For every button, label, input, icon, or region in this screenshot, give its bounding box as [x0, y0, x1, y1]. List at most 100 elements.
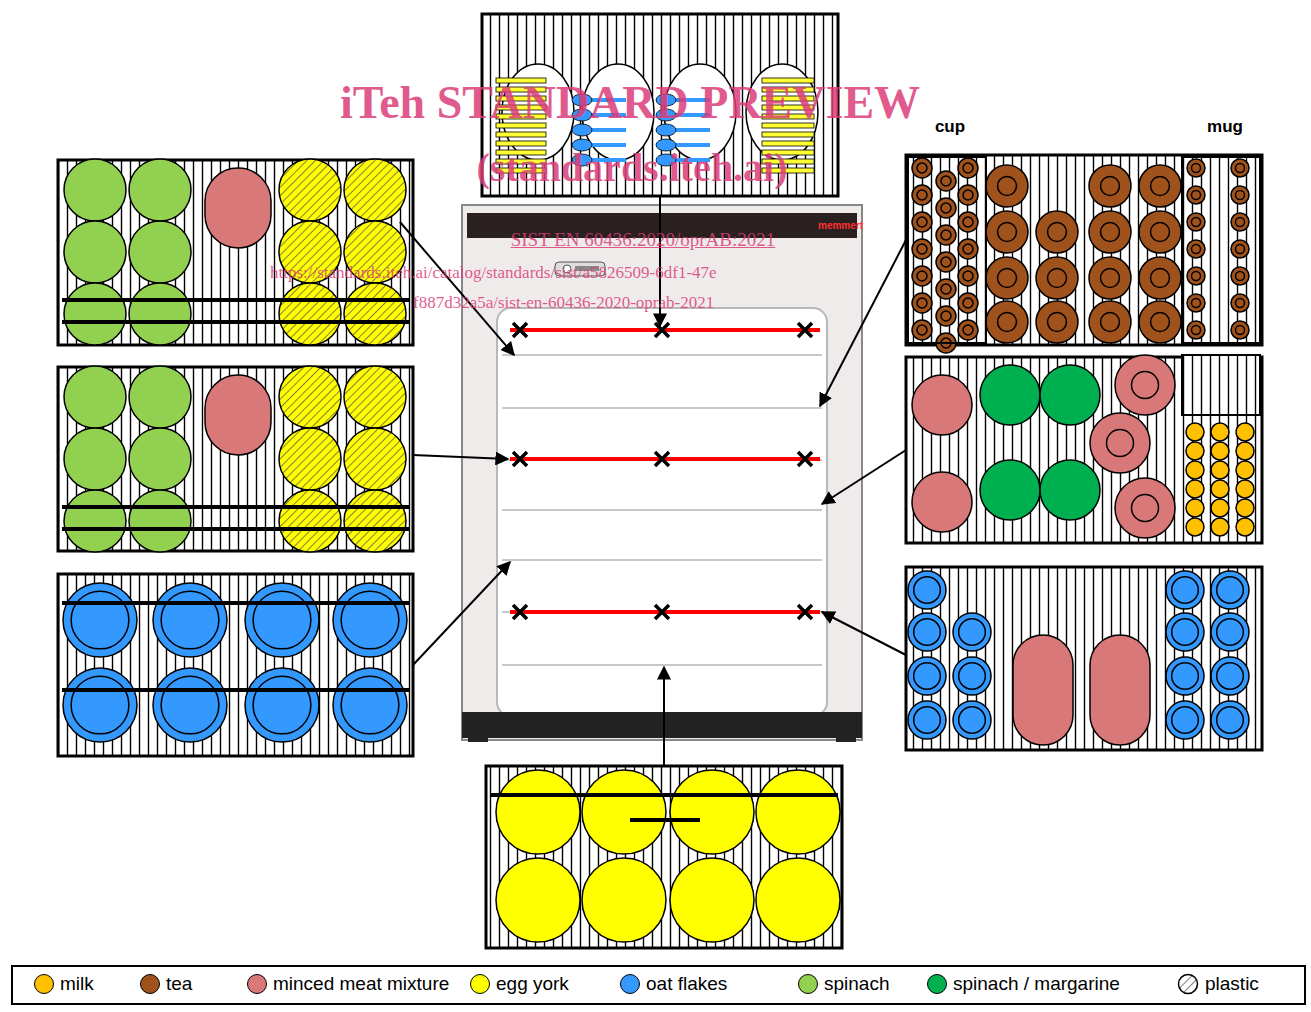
load-item [963, 190, 973, 200]
legend-entry: minced meat mixture [247, 973, 449, 995]
load-item [914, 619, 941, 646]
load-item [1211, 571, 1249, 609]
legend-entry: egg york [470, 973, 569, 995]
load-item [958, 158, 978, 178]
load-item [1186, 461, 1204, 479]
legend-entry: plastic [1177, 973, 1259, 995]
load-item [1192, 299, 1201, 308]
load-item [912, 158, 932, 178]
load-item [1186, 518, 1204, 536]
load-item [963, 325, 973, 335]
load-item [344, 159, 406, 221]
racks [58, 14, 1262, 948]
legend-text: plastic [1205, 973, 1259, 995]
load-item [908, 657, 946, 695]
load-item [914, 577, 941, 604]
load-item [670, 858, 754, 942]
load-item [1236, 499, 1254, 517]
load-item [1231, 186, 1249, 204]
load-item [953, 701, 991, 739]
load-item [1187, 240, 1205, 258]
load-item [914, 707, 941, 734]
load-item [63, 583, 137, 657]
load-item [279, 366, 341, 428]
load-item [1236, 423, 1254, 441]
load-item [1151, 313, 1170, 332]
load-item [1236, 299, 1245, 308]
measure-point [655, 605, 669, 619]
load-item [1187, 321, 1205, 339]
load-item [1192, 245, 1201, 254]
load-item [1236, 164, 1245, 173]
load-item [1151, 177, 1170, 196]
load-item [941, 176, 951, 186]
load-item [1236, 480, 1254, 498]
load-item [279, 490, 341, 552]
rack-bar [490, 793, 838, 797]
load-item [333, 583, 407, 657]
load-item [582, 770, 666, 854]
load-item [941, 230, 951, 240]
load-item [980, 460, 1040, 520]
load-item [1036, 211, 1078, 253]
holder-label: cup [935, 118, 965, 137]
load-item [914, 663, 941, 690]
load-item [1186, 442, 1204, 460]
load-item [1187, 267, 1205, 285]
load-item [1089, 257, 1131, 299]
legend-text: egg york [496, 973, 569, 995]
load-item [1139, 211, 1181, 253]
load-item [1211, 657, 1249, 695]
load-item [912, 212, 932, 232]
load-item [1090, 413, 1150, 473]
load-item [917, 244, 927, 254]
load-item [582, 858, 666, 942]
load-item [936, 225, 956, 245]
shelf [502, 559, 822, 561]
load-item [64, 283, 126, 345]
load-item [959, 707, 986, 734]
load-item [1107, 430, 1134, 457]
legend-entry: oat flakes [620, 973, 727, 995]
measure-point [513, 323, 527, 337]
legend-swatch [620, 974, 640, 994]
shelf [502, 509, 822, 511]
shelf [502, 407, 822, 409]
load-item [344, 283, 406, 345]
measure-point [513, 452, 527, 466]
load-item [1166, 701, 1204, 739]
load-item [1217, 577, 1244, 604]
legend-text: oat flakes [646, 973, 727, 995]
measure-point [513, 605, 527, 619]
load-item [1236, 191, 1245, 200]
legend-swatch [927, 974, 947, 994]
measure-point [798, 605, 812, 619]
load-item [129, 428, 191, 490]
load-item [496, 770, 580, 854]
load-item [153, 583, 227, 657]
load-item [912, 185, 932, 205]
measure-point [655, 452, 669, 466]
load-item [986, 257, 1028, 299]
load-item [64, 221, 126, 283]
load-item [917, 217, 927, 227]
measure-point [798, 323, 812, 337]
load-item [161, 591, 219, 649]
cup-holder [1182, 355, 1260, 415]
load-item [936, 279, 956, 299]
load-item [1217, 619, 1244, 646]
load-item [64, 490, 126, 552]
load-item [245, 668, 319, 742]
load-item [63, 668, 137, 742]
load-item [1172, 707, 1199, 734]
load-item [129, 366, 191, 428]
load-item [1236, 518, 1254, 536]
watermark: (standards.iteh.ai) [476, 146, 787, 190]
load-item [912, 293, 932, 313]
load-item [1231, 159, 1249, 177]
legend-text: milk [60, 973, 94, 995]
load-item [756, 770, 840, 854]
load-item [1236, 461, 1254, 479]
load-item [1192, 326, 1201, 335]
load-item [917, 163, 927, 173]
